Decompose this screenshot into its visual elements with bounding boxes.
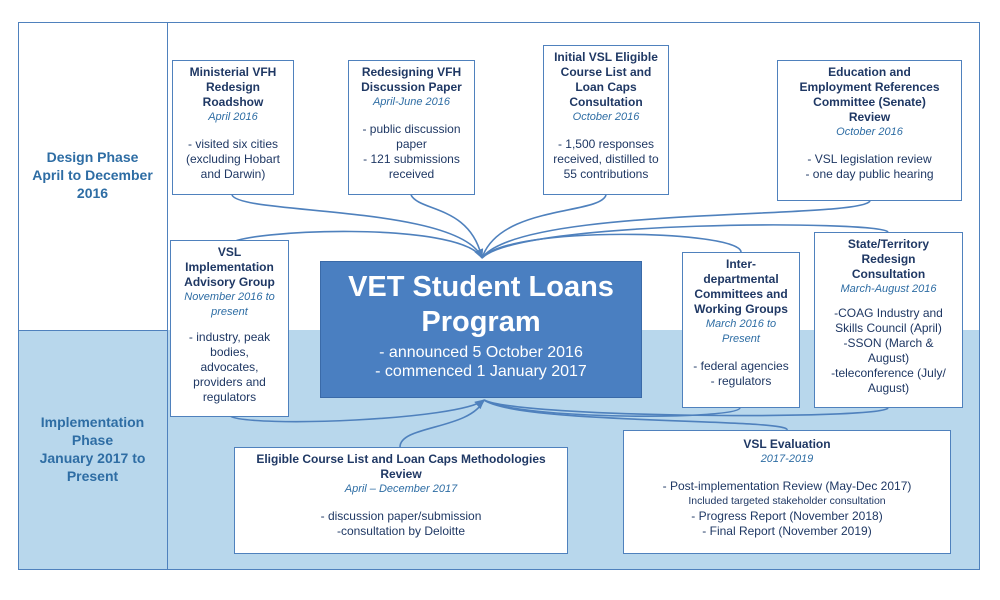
course-list-title: Initial VSL Eligible Course List and Loa… [554,50,658,109]
program-announced: - announced 5 October 2016 [379,344,583,361]
connector-evaluation [483,399,788,431]
connector-advisory [229,230,483,259]
implementation-phase-label: Implementation Phase January 2017 to Pre… [39,414,146,484]
interdepartmental-title: Inter- departmental Committees and Worki… [694,257,788,316]
roadshow-body: - visited six cities (excluding Hobart a… [185,137,281,181]
evaluation-consultation-note: Included targeted stakeholder consultati… [688,495,886,507]
discussion-paper-date: April-June 2016 [372,96,451,108]
senate-title: Education and Employment References Comm… [799,65,940,124]
methodologies-title: Eligible Course List and Loan Caps Metho… [256,452,546,481]
roadshow-box: Ministerial VFH Redesign Roadshow April … [172,60,294,195]
methodologies-box: Eligible Course List and Loan Caps Metho… [234,447,568,554]
state-box: State/Territory Redesign Consultation Ma… [814,232,963,408]
advisory-box: VSL Implementation Advisory Group Novemb… [170,240,289,417]
discussion-paper-body: - public discussion paper - 121 submissi… [362,122,461,181]
advisory-body: - industry, peak bodies, advocates, prov… [188,330,271,404]
roadshow-title: Ministerial VFH Redesign Roadshow [189,65,277,109]
connector-roadshow [231,194,484,259]
design-phase-label: Design Phase April to December 2016 [32,149,153,201]
evaluation-date: 2017-2019 [760,453,814,465]
course-list-date: October 2016 [572,111,640,123]
senate-box: Education and Employment References Comm… [777,60,962,201]
advisory-date: November 2016 to present [184,291,275,318]
interdepartmental-box: Inter- departmental Committees and Worki… [682,252,800,408]
evaluation-title: VSL Evaluation [743,437,831,451]
advisory-title: VSL Implementation Advisory Group [184,245,275,289]
connector-methodologies [399,399,485,448]
connector-interdepartmental-bottom [483,399,741,417]
discussion-paper-box: Redesigning VFH Discussion Paper April-J… [348,60,475,195]
state-date: March-August 2016 [840,283,937,295]
connector-state-bottom [483,399,889,417]
program-commenced: - commenced 1 January 2017 [375,363,587,380]
interdepartmental-date: March 2016 to Present [705,318,777,345]
diagram-frame [18,22,980,570]
connector-course-list [481,194,607,259]
state-body: -COAG Industry and Skills Council (April… [831,306,946,395]
methodologies-date: April – December 2017 [344,483,458,495]
program-title: VET Student Loans Program [348,271,614,338]
vet-student-loans-program-box: VET Student Loans Program - announced 5 … [320,261,642,398]
state-title: State/Territory Redesign Consultation [847,237,930,281]
senate-body: - VSL legislation review - one day publi… [805,152,934,181]
phase-row-divider [18,330,168,331]
connector-senate [481,200,871,259]
evaluation-box: VSL Evaluation 2017-2019 - Post-implemen… [623,430,951,554]
evaluation-reports: - Progress Report (November 2018) - Fina… [691,509,883,538]
connector-advisory-bottom [229,399,485,423]
connector-state [481,224,889,259]
evaluation-review: - Post-implementation Review (May-Dec 20… [662,479,912,493]
roadshow-date: April 2016 [208,111,258,123]
connector-discussion-paper [410,194,483,259]
course-list-box: Initial VSL Eligible Course List and Loa… [543,45,669,195]
methodologies-body: - discussion paper/submission -consultat… [320,509,482,538]
phase-column-divider [167,22,168,570]
course-list-body: - 1,500 responses received, distilled to… [553,137,659,181]
senate-date: October 2016 [836,126,903,138]
interdepartmental-body: - federal agencies - regulators [693,359,789,388]
discussion-paper-title: Redesigning VFH Discussion Paper [361,65,462,94]
